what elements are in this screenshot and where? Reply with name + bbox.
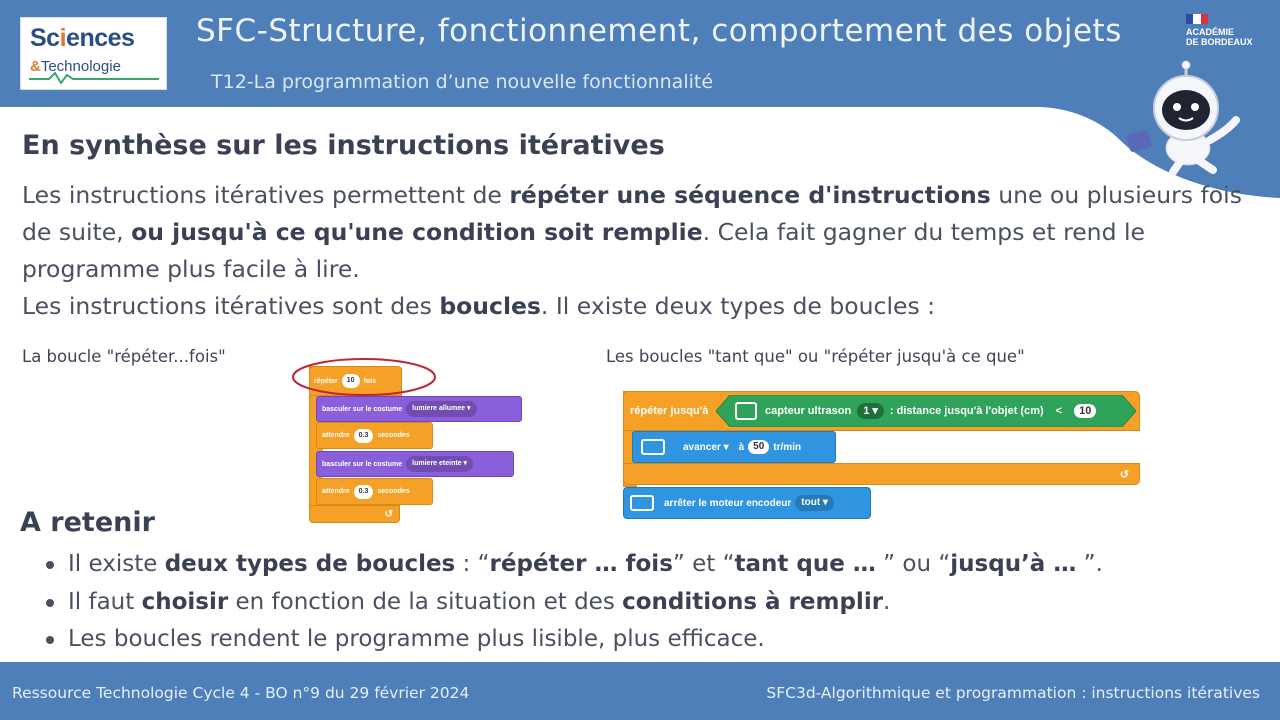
highlight-ellipse — [292, 358, 436, 396]
list-item: Il faut choisir en fonction de la situat… — [44, 584, 1103, 622]
repeat-count-input[interactable]: 10 — [341, 374, 360, 388]
wave-icon — [29, 71, 159, 85]
french-flag-icon — [1186, 14, 1208, 24]
stop-dropdown[interactable]: tout ▾ — [795, 495, 834, 511]
stop-motor-block[interactable]: arrêter le moteur encodeur tout ▾ — [623, 487, 871, 519]
caption-until-loop: Les boucles "tant que" ou "répéter jusqu… — [606, 347, 1025, 366]
sensor-port-dropdown[interactable]: 1 ▾ — [857, 403, 884, 419]
intro-paragraph: Les instructions itératives permettent d… — [22, 177, 1258, 325]
condition-hexagon — [716, 395, 1136, 427]
sensor-icon — [735, 402, 757, 420]
robot-mascot-icon — [1126, 60, 1240, 175]
move-block[interactable]: avancer ▾ à 50 tr/min — [632, 431, 836, 463]
costume-block-on[interactable]: basculer sur le costume lumiere allumee … — [316, 396, 522, 422]
wait-block-2[interactable]: attendre 0.3 secondes — [316, 478, 433, 505]
footer-source: Ressource Technologie Cycle 4 - BO n°9 d… — [12, 684, 470, 702]
retenir-heading: A retenir — [20, 507, 155, 538]
list-item: Les boucles rendent le programme plus li… — [44, 621, 1103, 659]
wait-input[interactable]: 0.3 — [353, 484, 374, 499]
section-heading: En synthèse sur les instructions itérati… — [22, 130, 665, 161]
ultrasonic-sensor-block[interactable]: capteur ultrason 1 ▾ : distance jusqu'à … — [735, 398, 1100, 424]
wait-input[interactable]: 0.3 — [353, 428, 374, 443]
sciences-technologie-logo: Sciences &Technologie — [20, 17, 167, 90]
list-item: Il existe deux types de boucles : “répét… — [44, 546, 1103, 584]
costume-dropdown[interactable]: lumiere allumee ▾ — [406, 401, 477, 417]
motor-icon — [641, 439, 665, 455]
wait-block-1[interactable]: attendre 0.3 secondes — [316, 422, 433, 449]
costume-block-off[interactable]: basculer sur le costume lumiere eteinte … — [316, 451, 514, 477]
costume-dropdown[interactable]: lumiere eteinte ▾ — [406, 456, 474, 472]
paragraph-2: Les instructions itératives sont des bou… — [22, 292, 936, 320]
footer-bar: Ressource Technologie Cycle 4 - BO n°9 d… — [0, 662, 1280, 720]
motor-icon — [630, 495, 654, 511]
page-title: SFC-Structure, fonctionnement, comportem… — [196, 13, 1122, 49]
speed-input[interactable]: 50 — [748, 440, 770, 454]
threshold-input[interactable]: 10 — [1074, 404, 1097, 418]
loop-arrow-icon: ↺ — [309, 505, 400, 523]
page-subtitle: T12-La programmation d’une nouvelle fonc… — [211, 71, 714, 93]
loop-arrow-icon: ↺ — [623, 463, 1140, 485]
caption-repeat-loop: La boucle "répéter...fois" — [22, 347, 226, 366]
header-bar: Sciences &Technologie SFC-Structure, fon… — [0, 0, 1280, 107]
retenir-list: Il existe deux types de boucles : “répét… — [44, 546, 1103, 659]
paragraph-1: Les instructions itératives permettent d… — [22, 181, 1242, 283]
footer-topic: SFC3d-Algorithmique et programmation : i… — [766, 684, 1260, 702]
academie-bordeaux-logo: ACADÉMIE DE BORDEAUX — [1186, 14, 1272, 47]
